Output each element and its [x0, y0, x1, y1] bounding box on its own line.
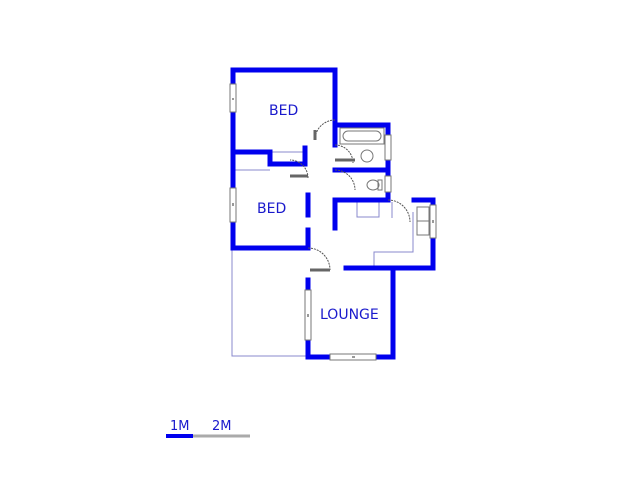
- room-label-bed-2: BED: [257, 201, 287, 217]
- room-label-lounge: LOUNGE: [320, 307, 379, 323]
- boundary-lines: [231, 151, 414, 357]
- scale-label-2m: 2M: [212, 419, 232, 434]
- window-bath: [384, 134, 392, 161]
- toilet: [366, 179, 380, 191]
- window-wc: [384, 175, 392, 193]
- scale-label-1m: 1M: [170, 419, 190, 434]
- bathtub: [339, 127, 385, 145]
- basin: [360, 149, 374, 163]
- walls: [230, 67, 436, 360]
- fixtures: [339, 127, 430, 236]
- room-label-bed-1: BED: [269, 103, 299, 119]
